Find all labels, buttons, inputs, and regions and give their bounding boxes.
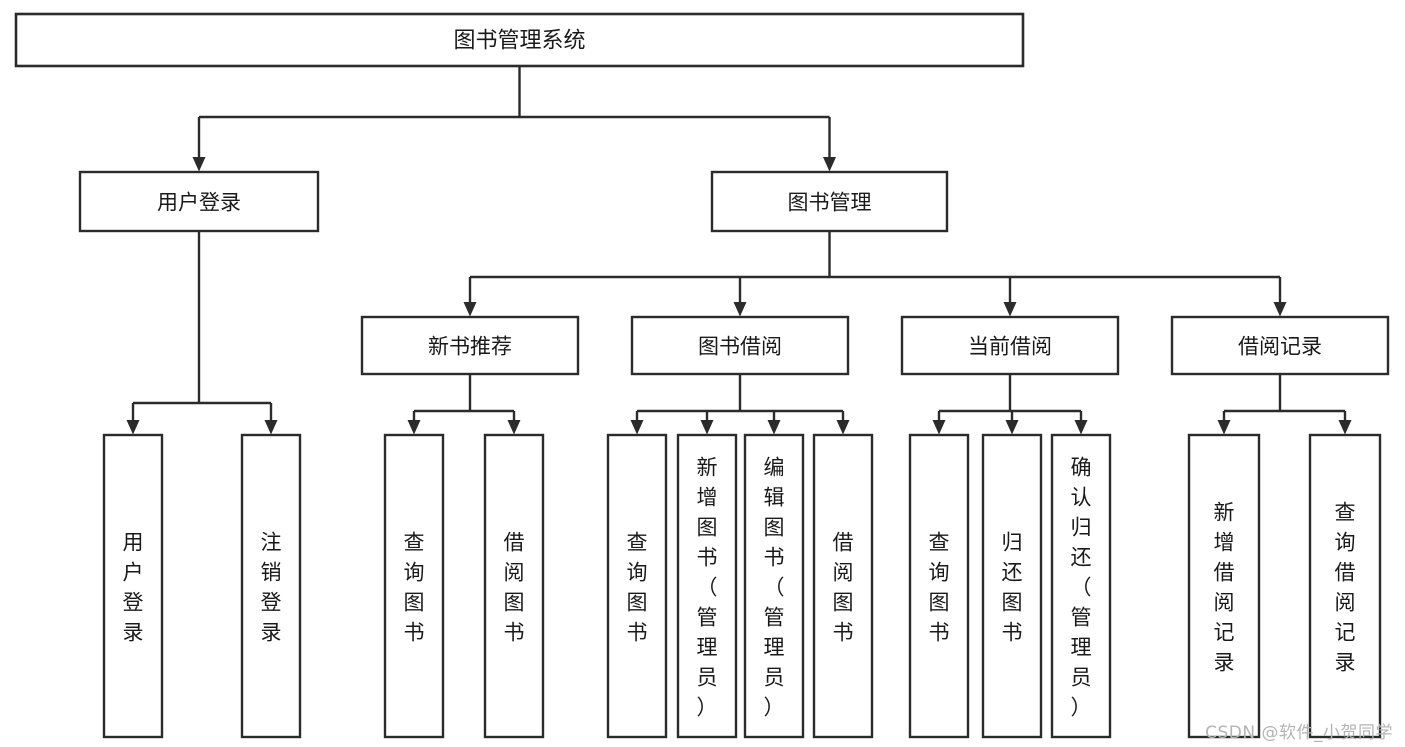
- connector-group-book-manage: [463, 231, 1287, 317]
- connector-group-root: [192, 66, 836, 172]
- node-label: 图书管理: [788, 191, 872, 215]
- node-leaf-query-book-1[interactable]: 查询图书: [383, 433, 445, 739]
- node-leaf-borrow-book-1[interactable]: 借阅图书: [483, 433, 545, 739]
- node-rect[interactable]: [102, 433, 164, 739]
- node-label: 查询图书: [929, 530, 950, 644]
- node-label: 查询图书: [627, 530, 648, 644]
- node-rect[interactable]: [630, 315, 850, 376]
- arrow-head-icon: [1217, 420, 1231, 435]
- arrow-head-icon: [700, 420, 714, 435]
- connector-layer: [126, 66, 1352, 435]
- node-rect[interactable]: [1187, 433, 1261, 739]
- node-user-login[interactable]: 用户登录: [78, 170, 320, 233]
- node-label: 新增借阅记录: [1214, 500, 1235, 674]
- arrow-head-icon: [126, 420, 140, 435]
- arrow-head-icon: [507, 420, 521, 435]
- arrow-head-icon: [1338, 420, 1352, 435]
- node-rect[interactable]: [743, 433, 805, 739]
- arrow-head-icon: [192, 157, 206, 172]
- node-leaf-edit-book[interactable]: 编辑图书（管理员）: [743, 433, 805, 739]
- node-current-borrow[interactable]: 当前借阅: [900, 315, 1120, 376]
- node-book-manage[interactable]: 图书管理: [710, 170, 949, 233]
- node-rect[interactable]: [360, 315, 580, 376]
- node-new-book-recommend[interactable]: 新书推荐: [360, 315, 580, 376]
- node-rect[interactable]: [78, 170, 320, 233]
- connector-group-book-borrow: [630, 374, 850, 435]
- arrow-head-icon: [463, 302, 477, 317]
- arrow-head-icon: [407, 420, 421, 435]
- node-label: 查询图书: [404, 530, 425, 644]
- node-label: 用户登录: [123, 530, 144, 644]
- arrow-head-icon: [932, 420, 946, 435]
- arrow-head-icon: [1003, 302, 1017, 317]
- arrow-head-icon: [1273, 302, 1287, 317]
- node-rect[interactable]: [676, 433, 738, 739]
- node-label: 借阅图书: [833, 530, 854, 644]
- node-rect[interactable]: [383, 433, 445, 739]
- node-leaf-user-login[interactable]: 用户登录: [102, 433, 164, 739]
- node-leaf-add-borrow-record[interactable]: 新增借阅记录: [1187, 433, 1261, 739]
- connector-group-new-book-recommend: [407, 374, 521, 435]
- node-label: 确认归还（管理员）: [1071, 455, 1092, 719]
- node-label: 借阅记录: [1238, 335, 1322, 359]
- arrow-head-icon: [733, 302, 747, 317]
- arrow-head-icon: [767, 420, 781, 435]
- node-label: 注销登录: [261, 530, 282, 644]
- node-leaf-logout[interactable]: 注销登录: [240, 433, 302, 739]
- arrow-head-icon: [1074, 420, 1088, 435]
- node-label: 编辑图书（管理员）: [764, 455, 785, 719]
- node-leaf-add-book[interactable]: 新增图书（管理员）: [676, 433, 738, 739]
- node-borrow-record[interactable]: 借阅记录: [1170, 315, 1390, 376]
- arrow-head-icon: [630, 420, 644, 435]
- node-rect[interactable]: [240, 433, 302, 739]
- node-leaf-return-book[interactable]: 归还图书: [981, 433, 1043, 739]
- node-rect[interactable]: [710, 170, 949, 233]
- node-rect[interactable]: [900, 315, 1120, 376]
- node-rect[interactable]: [1170, 315, 1390, 376]
- node-rect[interactable]: [981, 433, 1043, 739]
- connector-group-user-login: [126, 231, 278, 435]
- node-label: 图书借阅: [698, 335, 782, 359]
- arrow-head-icon: [836, 420, 850, 435]
- node-label: 当前借阅: [968, 335, 1052, 359]
- node-rect[interactable]: [1050, 433, 1112, 739]
- node-leaf-query-book-2[interactable]: 查询图书: [606, 433, 668, 739]
- node-rect[interactable]: [483, 433, 545, 739]
- arrow-head-icon: [1005, 420, 1019, 435]
- node-label: 归还图书: [1002, 530, 1023, 644]
- connector-group-borrow-record: [1217, 374, 1352, 435]
- node-leaf-query-book-3[interactable]: 查询图书: [908, 433, 970, 739]
- arrow-head-icon: [264, 420, 278, 435]
- connector-group-current-borrow: [932, 374, 1088, 435]
- node-label: 查询借阅记录: [1335, 500, 1356, 674]
- node-root[interactable]: 图书管理系统: [14, 12, 1025, 68]
- arrow-head-icon: [823, 157, 836, 172]
- node-rect[interactable]: [606, 433, 668, 739]
- node-rect[interactable]: [14, 12, 1025, 68]
- node-label: 图书管理系统: [453, 29, 585, 54]
- node-book-borrow[interactable]: 图书借阅: [630, 315, 850, 376]
- node-rect[interactable]: [1308, 433, 1382, 739]
- node-leaf-confirm-return[interactable]: 确认归还（管理员）: [1050, 433, 1112, 739]
- node-label: 用户登录: [157, 191, 241, 215]
- node-rect[interactable]: [812, 433, 874, 739]
- node-label: 借阅图书: [504, 530, 525, 644]
- node-label: 新书推荐: [428, 335, 512, 359]
- node-label: 新增图书（管理员）: [697, 455, 718, 719]
- node-leaf-borrow-book-2[interactable]: 借阅图书: [812, 433, 874, 739]
- node-layer: 图书管理系统用户登录图书管理新书推荐图书借阅当前借阅借阅记录用户登录注销登录查询…: [14, 12, 1390, 739]
- node-rect[interactable]: [908, 433, 970, 739]
- node-leaf-query-borrow-record[interactable]: 查询借阅记录: [1308, 433, 1382, 739]
